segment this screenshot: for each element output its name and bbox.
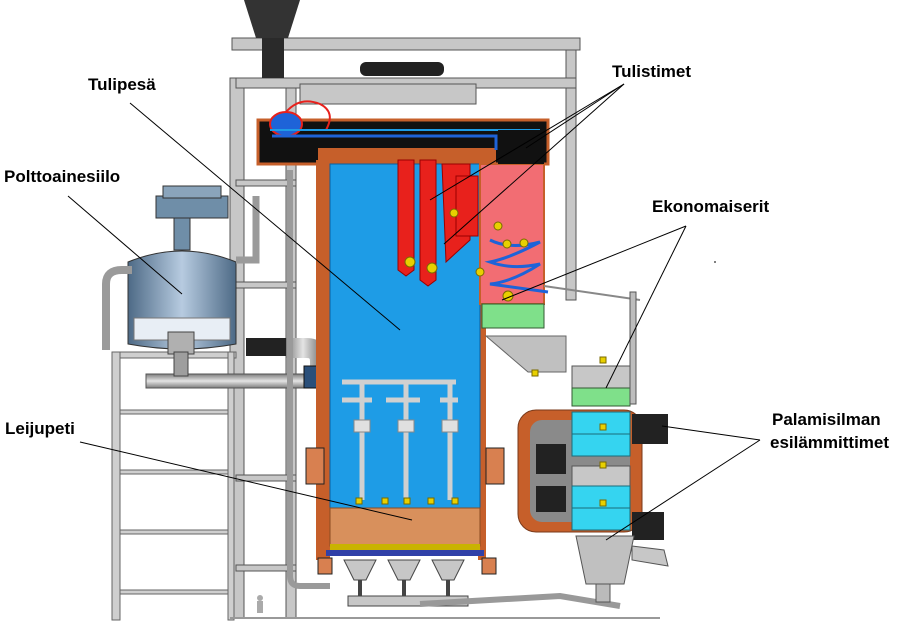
silo-pipe — [102, 266, 132, 350]
person-figure — [257, 595, 263, 613]
economizer-upper — [481, 303, 545, 329]
label-palamisilman: Palamisilman — [772, 410, 881, 429]
bed-air-nozzles — [342, 379, 458, 500]
label-tulipesa: Tulipesä — [88, 75, 156, 94]
superheater-zone — [479, 163, 545, 305]
left-platform — [111, 351, 237, 621]
air-preheater — [517, 409, 668, 540]
steam-drum — [269, 100, 540, 150]
flue-outlet — [575, 535, 669, 603]
downcomer-pipe — [287, 170, 330, 589]
label-tulistimet: Tulistimet — [612, 62, 691, 81]
top-hopper — [244, 0, 444, 78]
burners — [305, 447, 505, 575]
label-leijupeti: Leijupeti — [5, 419, 75, 438]
label-esilammittimet: esilämmittimet — [770, 433, 889, 452]
label-ekonomaiserit: Ekonomaiserit — [652, 197, 769, 216]
economizer-section — [571, 291, 637, 407]
leader-lines — [67, 83, 761, 541]
label-polttoainesiilo: Polttoainesiilo — [4, 167, 120, 186]
ash-hoppers — [343, 559, 469, 607]
fluid-bed — [329, 507, 481, 547]
